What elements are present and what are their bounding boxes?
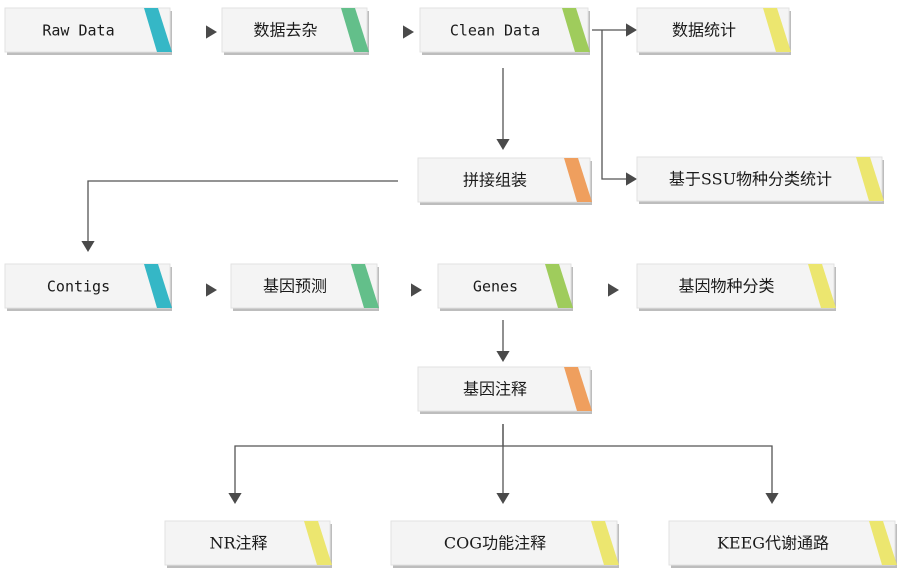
node-accent-tab — [562, 8, 590, 52]
edge-line — [503, 445, 773, 493]
arrow-head — [206, 25, 217, 39]
node-accent-tab — [144, 264, 172, 308]
node-cog: COG功能注释 — [390, 520, 619, 568]
node-accent-tab — [144, 8, 172, 52]
edge-line — [601, 30, 626, 180]
arrow-head — [496, 493, 510, 504]
node-box — [4, 263, 171, 309]
edges-layer — [81, 23, 779, 504]
node-label: 拼接组装 — [463, 171, 527, 190]
edge-clean-to-stats — [592, 23, 637, 37]
arrow-head — [206, 283, 217, 297]
node-keeg: KEEG代谢通路 — [668, 520, 897, 568]
node-accent-tab — [869, 521, 897, 565]
node-genes: Genes — [437, 263, 573, 311]
node-nr: NR注释 — [164, 520, 332, 568]
arrow-head — [626, 172, 637, 186]
edge-assembly-to-contigs — [81, 180, 398, 252]
edge-genes-to-taxon — [608, 283, 619, 297]
edge-genes-to-annot — [496, 320, 510, 362]
arrow-head — [81, 241, 95, 252]
node-box — [636, 156, 883, 202]
arrow-head — [626, 23, 637, 37]
edge-line — [87, 180, 398, 241]
node-label: 基因预测 — [263, 277, 327, 296]
node-taxon: 基因物种分类 — [636, 263, 836, 311]
edge-raw-to-dedup — [206, 25, 217, 39]
node-box — [221, 7, 368, 53]
node-label: 数据去杂 — [253, 21, 317, 40]
node-box — [417, 157, 591, 203]
node-box — [636, 263, 835, 309]
node-label: 基因注释 — [463, 380, 527, 399]
node-stats: 数据统计 — [636, 7, 791, 55]
node-label: 数据统计 — [672, 21, 736, 40]
node-label: Clean Data — [450, 22, 540, 40]
node-label: Contigs — [47, 278, 110, 296]
edge-annot-to-cog — [496, 424, 510, 504]
node-box — [4, 7, 171, 53]
node-label: COG功能注释 — [444, 534, 546, 553]
edge-annot-to-keeg — [503, 445, 779, 504]
arrow-head — [765, 493, 779, 504]
arrow-head — [496, 139, 510, 150]
arrow-head — [411, 283, 422, 297]
node-ssu: 基于SSU物种分类统计 — [636, 156, 884, 204]
edge-line — [234, 424, 504, 493]
node-accent-tab — [808, 264, 836, 308]
node-box — [417, 366, 591, 412]
node-accent-tab — [341, 8, 369, 52]
node-label: KEEG代谢通路 — [717, 534, 829, 553]
arrow-head — [403, 25, 414, 39]
node-accent-tab — [564, 367, 592, 411]
edge-dedup-to-clean — [403, 25, 414, 39]
arrow-head — [496, 351, 510, 362]
edge-contigs-to-predict — [206, 283, 217, 297]
node-annot: 基因注释 — [417, 366, 592, 414]
node-dedup: 数据去杂 — [221, 7, 369, 55]
node-clean: Clean Data — [419, 7, 590, 55]
node-accent-tab — [591, 521, 619, 565]
node-box — [636, 7, 790, 53]
edge-annot-to-nr — [228, 424, 504, 504]
node-accent-tab — [304, 521, 332, 565]
arrow-head — [608, 283, 619, 297]
node-assembly: 拼接组装 — [417, 157, 592, 205]
node-label: 基于SSU物种分类统计 — [669, 170, 832, 189]
node-label: 基因物种分类 — [678, 277, 774, 296]
edge-clean-to-assembly — [496, 68, 510, 150]
node-box — [668, 520, 896, 566]
edge-clean-to-ssu — [601, 30, 637, 186]
node-accent-tab — [564, 158, 592, 202]
node-contigs: Contigs — [4, 263, 172, 311]
node-accent-tab — [545, 264, 573, 308]
node-label: NR注释 — [209, 534, 267, 553]
node-label: Raw Data — [42, 22, 114, 40]
arrow-head — [228, 493, 242, 504]
node-box — [390, 520, 618, 566]
node-box — [230, 263, 378, 309]
node-predict: 基因预测 — [230, 263, 379, 311]
node-label: Genes — [473, 278, 518, 296]
node-accent-tab — [351, 264, 379, 308]
node-box — [419, 7, 589, 53]
node-accent-tab — [763, 8, 791, 52]
edge-predict-to-genes — [411, 283, 422, 297]
node-accent-tab — [856, 157, 884, 201]
node-box — [164, 520, 331, 566]
node-raw: Raw Data — [4, 7, 172, 55]
